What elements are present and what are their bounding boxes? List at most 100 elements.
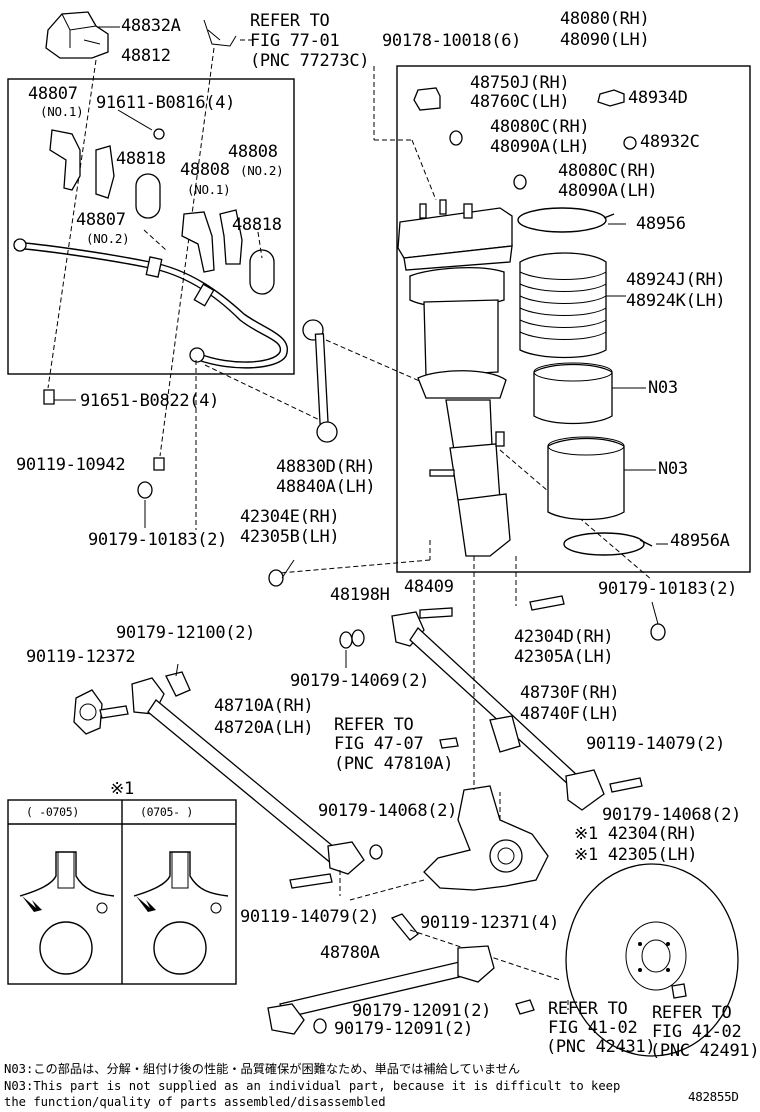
refer-fig47-line3: (PNC 47810A) bbox=[334, 754, 454, 774]
label-48830D: 48830D(RH) bbox=[276, 457, 376, 477]
clamp-48956A bbox=[563, 532, 645, 556]
cam-plate-90119-12372 bbox=[73, 689, 103, 735]
air-strut-assembly bbox=[397, 199, 513, 557]
label-48760C: 48760C(LH) bbox=[470, 92, 570, 112]
label-90179-10183-a: 90179-10183(2) bbox=[88, 530, 228, 550]
label-42304E: 42304E(RH) bbox=[240, 507, 340, 527]
label-90119-10942: 90119-10942 bbox=[16, 455, 126, 475]
stabilizer-bar bbox=[13, 238, 289, 369]
inset-detail-early bbox=[19, 851, 115, 975]
label-48956A: 48956A bbox=[670, 531, 730, 551]
refer-fig41-b-line3: (PNC 42491) bbox=[650, 1041, 760, 1061]
label-90178-10018: 90178-10018(6) bbox=[382, 31, 522, 51]
label-42305-lh: ※1 42305(LH) bbox=[574, 845, 698, 865]
label-42305A: 42305A(LH) bbox=[514, 647, 614, 667]
label-90179-14068-b: 90179-14068(2) bbox=[602, 805, 742, 825]
label-91651-b0822: 91651-B0822(4) bbox=[80, 391, 220, 411]
refer-fig41-b-line2: FIG 41-02 bbox=[652, 1022, 742, 1042]
refer-fig47-line1: REFER TO bbox=[334, 715, 414, 735]
nut-90179-10183b bbox=[650, 623, 666, 641]
label-48808-no1-suffix: (NO.1) bbox=[187, 182, 231, 197]
label-48956: 48956 bbox=[636, 214, 686, 234]
refer-fig47-line2: FIG 47-07 bbox=[334, 734, 424, 754]
footnote-n03-english-line1: N03:This part is not supplied as an indi… bbox=[4, 1079, 621, 1093]
nut-42304E bbox=[268, 569, 284, 587]
label-42304-rh: ※1 42304(RH) bbox=[574, 824, 698, 844]
label-N03-b: N03 bbox=[658, 459, 688, 479]
refer-fig77-line2: FIG 77-01 bbox=[250, 31, 340, 51]
rear-knuckle-42304 bbox=[423, 785, 549, 891]
refer-fig41-a-line2: FIG 41-02 bbox=[548, 1018, 638, 1038]
nut-48750J bbox=[413, 87, 441, 111]
clamp-48956 bbox=[517, 207, 607, 233]
label-48780A: 48780A bbox=[320, 943, 380, 963]
label-48924J: 48924J(RH) bbox=[626, 270, 726, 290]
refer-fig41-b-line1: REFER TO bbox=[652, 1003, 732, 1023]
refer-fig41-a-line1: REFER TO bbox=[548, 999, 628, 1019]
label-48198H: 48198H bbox=[330, 585, 390, 605]
strut-group-frame bbox=[396, 65, 751, 573]
label-48808-no2-suffix: (NO.2) bbox=[240, 163, 284, 178]
label-90119-14079-b: 90119-14079(2) bbox=[240, 907, 380, 927]
label-48080C-2: 48080C(RH) bbox=[558, 161, 658, 181]
label-48710A: 48710A(RH) bbox=[214, 696, 314, 716]
nut-90179-10183 bbox=[137, 481, 153, 499]
label-90179-12091-a: 90179-12091(2) bbox=[352, 1001, 492, 1021]
label-90119-12371: 90119-12371(4) bbox=[420, 913, 560, 933]
upper-arm-48730F bbox=[391, 611, 605, 811]
label-48080-rh: 48080(RH) bbox=[560, 9, 650, 29]
stabilizer-link-48830D bbox=[302, 319, 338, 443]
label-48090A-2: 48090A(LH) bbox=[558, 181, 658, 201]
nut-48932C bbox=[623, 136, 637, 150]
clip-48934D bbox=[597, 89, 625, 107]
inset-note-marker: ※1 bbox=[110, 779, 134, 799]
bellows-boot-48924J bbox=[519, 252, 607, 359]
sleeve-N03-b bbox=[547, 436, 625, 521]
label-42305B: 42305B(LH) bbox=[240, 527, 340, 547]
label-42304D: 42304D(RH) bbox=[514, 627, 614, 647]
label-90119-12372: 90119-12372 bbox=[26, 647, 136, 667]
bolt-90119-10942 bbox=[153, 457, 165, 471]
stabilizer-group-frame bbox=[7, 78, 295, 375]
inset-header-late: (0705- ) bbox=[140, 805, 193, 819]
label-N03-a: N03 bbox=[648, 378, 678, 398]
label-48818-b: 48818 bbox=[232, 215, 282, 235]
label-48730F: 48730F(RH) bbox=[520, 683, 620, 703]
sleeve-N03-a bbox=[533, 362, 613, 425]
label-48750J: 48750J(RH) bbox=[470, 73, 570, 93]
label-90179-14069: 90179-14069(2) bbox=[290, 671, 430, 691]
diagram-id: 482855D bbox=[688, 1089, 739, 1104]
label-48832A: 48832A bbox=[121, 16, 181, 36]
label-48924K: 48924K(LH) bbox=[626, 291, 726, 311]
label-90179-12100: 90179-12100(2) bbox=[116, 623, 256, 643]
label-48818-a: 48818 bbox=[116, 149, 166, 169]
label-48807-no1: 48807 bbox=[28, 84, 78, 104]
refer-fig41-a-line3: (PNC 42431) bbox=[546, 1037, 656, 1057]
label-48409: 48409 bbox=[404, 577, 454, 597]
label-48934D: 48934D bbox=[628, 88, 688, 108]
washer-48080C-a bbox=[449, 130, 463, 146]
footnote-n03-japanese: N03:この部品は、分解・組付け後の性能・品質確保が困難なため、単品では補給して… bbox=[4, 1062, 521, 1076]
bolt-42304D bbox=[529, 595, 565, 611]
brake-disc bbox=[565, 863, 739, 1057]
label-90179-12091-b: 90179-12091(2) bbox=[334, 1019, 474, 1039]
label-48090-lh: 48090(LH) bbox=[560, 30, 650, 50]
label-90179-10183-b: 90179-10183(2) bbox=[598, 579, 738, 599]
bracket-48832A bbox=[45, 11, 109, 59]
label-48808-no1: 48808 bbox=[180, 160, 230, 180]
label-48812: 48812 bbox=[121, 46, 171, 66]
label-91611-b0816: 91611-B0816(4) bbox=[96, 93, 236, 113]
trailing-arm-48710A bbox=[131, 677, 365, 875]
label-48807-no2-suffix: (NO.2) bbox=[86, 231, 130, 246]
label-48807-no2: 48807 bbox=[76, 210, 126, 230]
label-48090A-1: 48090A(LH) bbox=[490, 137, 590, 157]
label-48932C: 48932C bbox=[640, 132, 700, 152]
washer-48080C-b bbox=[513, 174, 527, 190]
label-48840A: 48840A(LH) bbox=[276, 477, 376, 497]
label-48808-no2: 48808 bbox=[228, 142, 278, 162]
footnote-n03-english-line2: the function/quality of parts assembled/… bbox=[4, 1095, 386, 1109]
refer-fig77-line1: REFER TO bbox=[250, 11, 330, 31]
bolt-90119-12371 bbox=[390, 913, 419, 941]
